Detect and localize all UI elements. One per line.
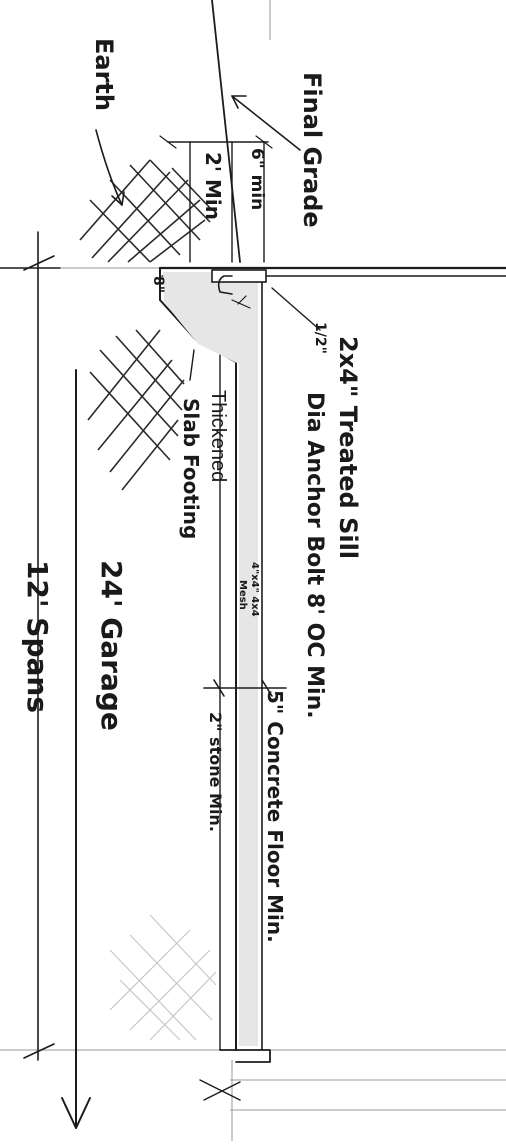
concrete-slab bbox=[158, 266, 506, 1063]
final-grade-leader bbox=[231, 95, 301, 151]
thickened-leader bbox=[189, 349, 195, 381]
stone-base-dimension bbox=[203, 679, 287, 697]
garage-dimension-arrow bbox=[61, 369, 91, 1129]
concrete-floor-label: 5" Concrete Floor Min. bbox=[263, 690, 287, 943]
two-foot-min-label: 2' Min bbox=[201, 152, 225, 220]
sill-leader bbox=[271, 287, 321, 331]
anchor-diameter-label: 1/2" bbox=[312, 322, 328, 354]
anchor-bolt-icon bbox=[217, 275, 233, 295]
grade-clearance-dimensions bbox=[159, 135, 273, 263]
mesh-size-label: 4"x4" 4x4 bbox=[249, 562, 260, 617]
final-grade-line bbox=[211, 0, 241, 263]
stone-base-label: 2" stone Min. bbox=[206, 712, 225, 832]
thickened-label: Thickened bbox=[207, 390, 229, 482]
label-earth: Earth bbox=[90, 38, 118, 111]
down-arrow-icon bbox=[61, 1097, 91, 1129]
treated-sill-label: 2x4" Treated Sill bbox=[334, 336, 362, 559]
slab-footing-label: Slab Footing bbox=[179, 398, 203, 539]
garage-label: 24' Garage bbox=[95, 560, 128, 731]
spans-label: 12' Spans bbox=[21, 560, 54, 713]
six-inch-min-label: 6" min bbox=[247, 148, 267, 210]
arrow-icon bbox=[231, 95, 247, 109]
eight-inch-label: 8" bbox=[150, 276, 166, 293]
earth-leader bbox=[95, 129, 123, 206]
anchor-bolt-label: Dia Anchor Bolt 8' OC Min. bbox=[302, 392, 327, 719]
earth-hatching bbox=[79, 159, 217, 1041]
treated-sill-plate bbox=[211, 269, 267, 283]
mesh-label: Mesh bbox=[237, 580, 248, 610]
final-grade-label: Final Grade bbox=[298, 72, 326, 228]
earth-label: Earth bbox=[90, 38, 118, 111]
span-dimension-line bbox=[0, 231, 61, 1061]
